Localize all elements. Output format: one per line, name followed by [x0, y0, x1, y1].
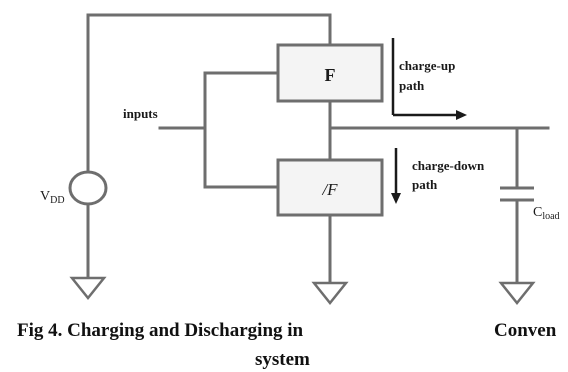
block-f-label: F [325, 65, 336, 85]
vdd-top-wire [86, 13, 332, 47]
charge-up-label-line1: charge-up [399, 58, 455, 73]
ground-symbol-cap [498, 281, 536, 305]
vdd-label: VDD [40, 189, 65, 206]
circuit-diagram: F /F inputs charge-up path charge-down p… [40, 13, 560, 305]
charge-up-arrow [391, 38, 467, 120]
ground-symbol-vdd [69, 276, 107, 301]
pulldown-block-notf [276, 158, 384, 217]
cload-label: Cload [533, 205, 560, 222]
cload-label-sub: load [542, 211, 559, 222]
inputs-label: inputs [123, 106, 158, 121]
cload-label-main: C [533, 205, 542, 220]
load-capacitor [500, 186, 534, 202]
input-bracket [203, 71, 280, 189]
vdd-label-main: V [40, 189, 50, 204]
charge-up-label-line2: path [399, 78, 425, 93]
charge-down-label-line2: path [412, 177, 438, 192]
figure-caption-line1: Fig 4. Charging and Discharging in [17, 320, 304, 341]
charge-down-arrow [391, 148, 401, 204]
vdd-label-sub: DD [50, 195, 64, 206]
vdd-source-symbol [68, 170, 108, 206]
figure-caption-line2: system [255, 349, 310, 370]
pullup-block-f [276, 43, 384, 103]
ground-symbol-pulldown [311, 281, 349, 305]
charge-down-label-line1: charge-down [412, 158, 485, 173]
figure-caption-continuation: Conven [494, 320, 557, 341]
block-notf-label: /F [321, 180, 338, 199]
